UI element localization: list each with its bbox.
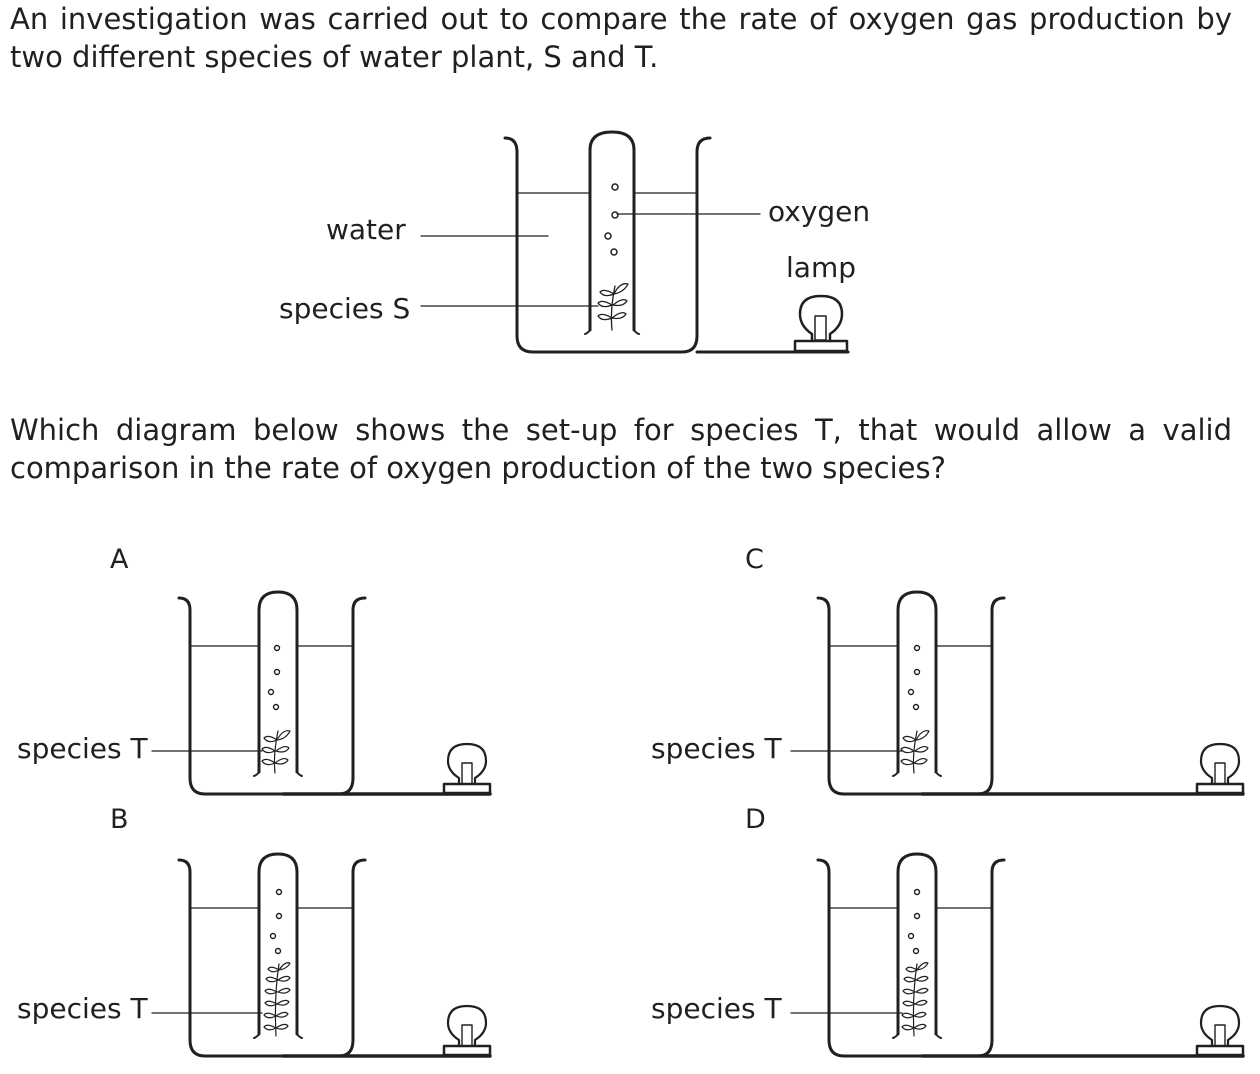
lamp-icon bbox=[442, 1004, 492, 1057]
lamp-label: lamp bbox=[786, 251, 856, 284]
option-b-diagram[interactable] bbox=[151, 852, 492, 1058]
lamp-icon bbox=[442, 742, 492, 795]
option-a-letter[interactable]: A bbox=[110, 544, 129, 575]
option-a-diagram[interactable] bbox=[151, 590, 492, 796]
option-c-diagram[interactable] bbox=[790, 590, 1245, 796]
lamp-icon bbox=[1195, 1004, 1245, 1057]
water-label: water bbox=[326, 213, 406, 246]
intro-text: An investigation was carried out to comp… bbox=[10, 2, 1232, 74]
oxygen-label: oxygen bbox=[768, 195, 871, 228]
species-s-label: species S bbox=[279, 292, 411, 325]
question-text: Which diagram below shows the set-up for… bbox=[10, 413, 1232, 485]
lamp-icon bbox=[793, 294, 849, 353]
option-c-species-label: species T bbox=[651, 732, 782, 765]
option-c-letter[interactable]: C bbox=[745, 544, 764, 575]
plant-icon bbox=[597, 283, 629, 331]
option-b-letter[interactable]: B bbox=[110, 804, 129, 835]
lamp-icon bbox=[1195, 742, 1245, 795]
option-d-letter[interactable]: D bbox=[745, 804, 766, 835]
option-b-species-label: species T bbox=[17, 992, 148, 1025]
apparatus-species-s bbox=[420, 130, 850, 354]
option-a-species-label: species T bbox=[17, 732, 148, 765]
option-d-diagram[interactable] bbox=[790, 852, 1245, 1058]
option-d-species-label: species T bbox=[651, 992, 782, 1025]
